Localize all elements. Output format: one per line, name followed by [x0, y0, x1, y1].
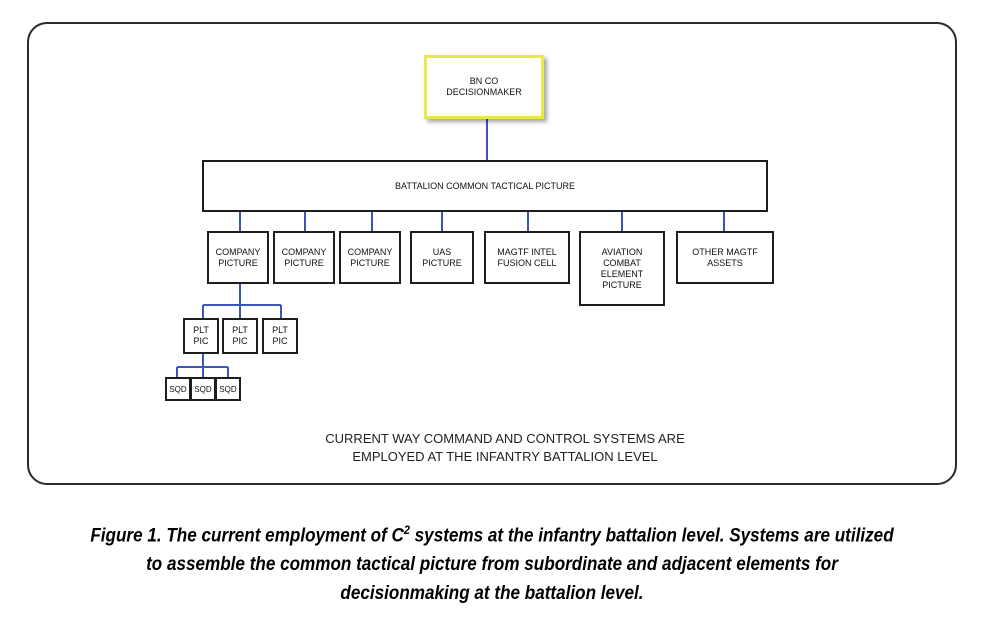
- other-magtf-assets-node: OTHER MAGTF ASSETS: [676, 231, 774, 284]
- plt-pic-node-1: PLT PIC: [183, 318, 219, 354]
- uas-picture-node: UAS PICTURE: [410, 231, 474, 284]
- aviation-combat-element-picture-node: AVIATION COMBAT ELEMENT PICTURE: [579, 231, 665, 306]
- figure-caption: Figure 1. The current employment of C2 s…: [85, 516, 899, 608]
- figure-caption-part-1: Figure 1. The current employment of C: [90, 525, 404, 547]
- figure-caption-superscript: 2: [403, 523, 410, 537]
- plt-pic-node-2: PLT PIC: [222, 318, 258, 354]
- figure-caption-part-2: systems at the infantry battalion level.…: [146, 525, 894, 605]
- company-picture-node-3: COMPANY PICTURE: [339, 231, 401, 284]
- plt-pic-node-3: PLT PIC: [262, 318, 298, 354]
- company-picture-node-2: COMPANY PICTURE: [273, 231, 335, 284]
- diagram-inner-caption: CURRENT WAY COMMAND AND CONTROL SYSTEMS …: [325, 431, 685, 464]
- battalion-common-tactical-picture-node: BATTALION COMMON TACTICAL PICTURE: [202, 160, 768, 212]
- sqd-node-2: SQD: [190, 377, 216, 401]
- company-picture-node-1: COMPANY PICTURE: [207, 231, 269, 284]
- bn-co-decisionmaker-node: BN CO DECISIONMAKER: [424, 55, 544, 119]
- sqd-node-1: SQD: [165, 377, 191, 401]
- sqd-node-3: SQD: [215, 377, 241, 401]
- magtf-intel-fusion-cell-node: MAGTF INTEL FUSION CELL: [484, 231, 570, 284]
